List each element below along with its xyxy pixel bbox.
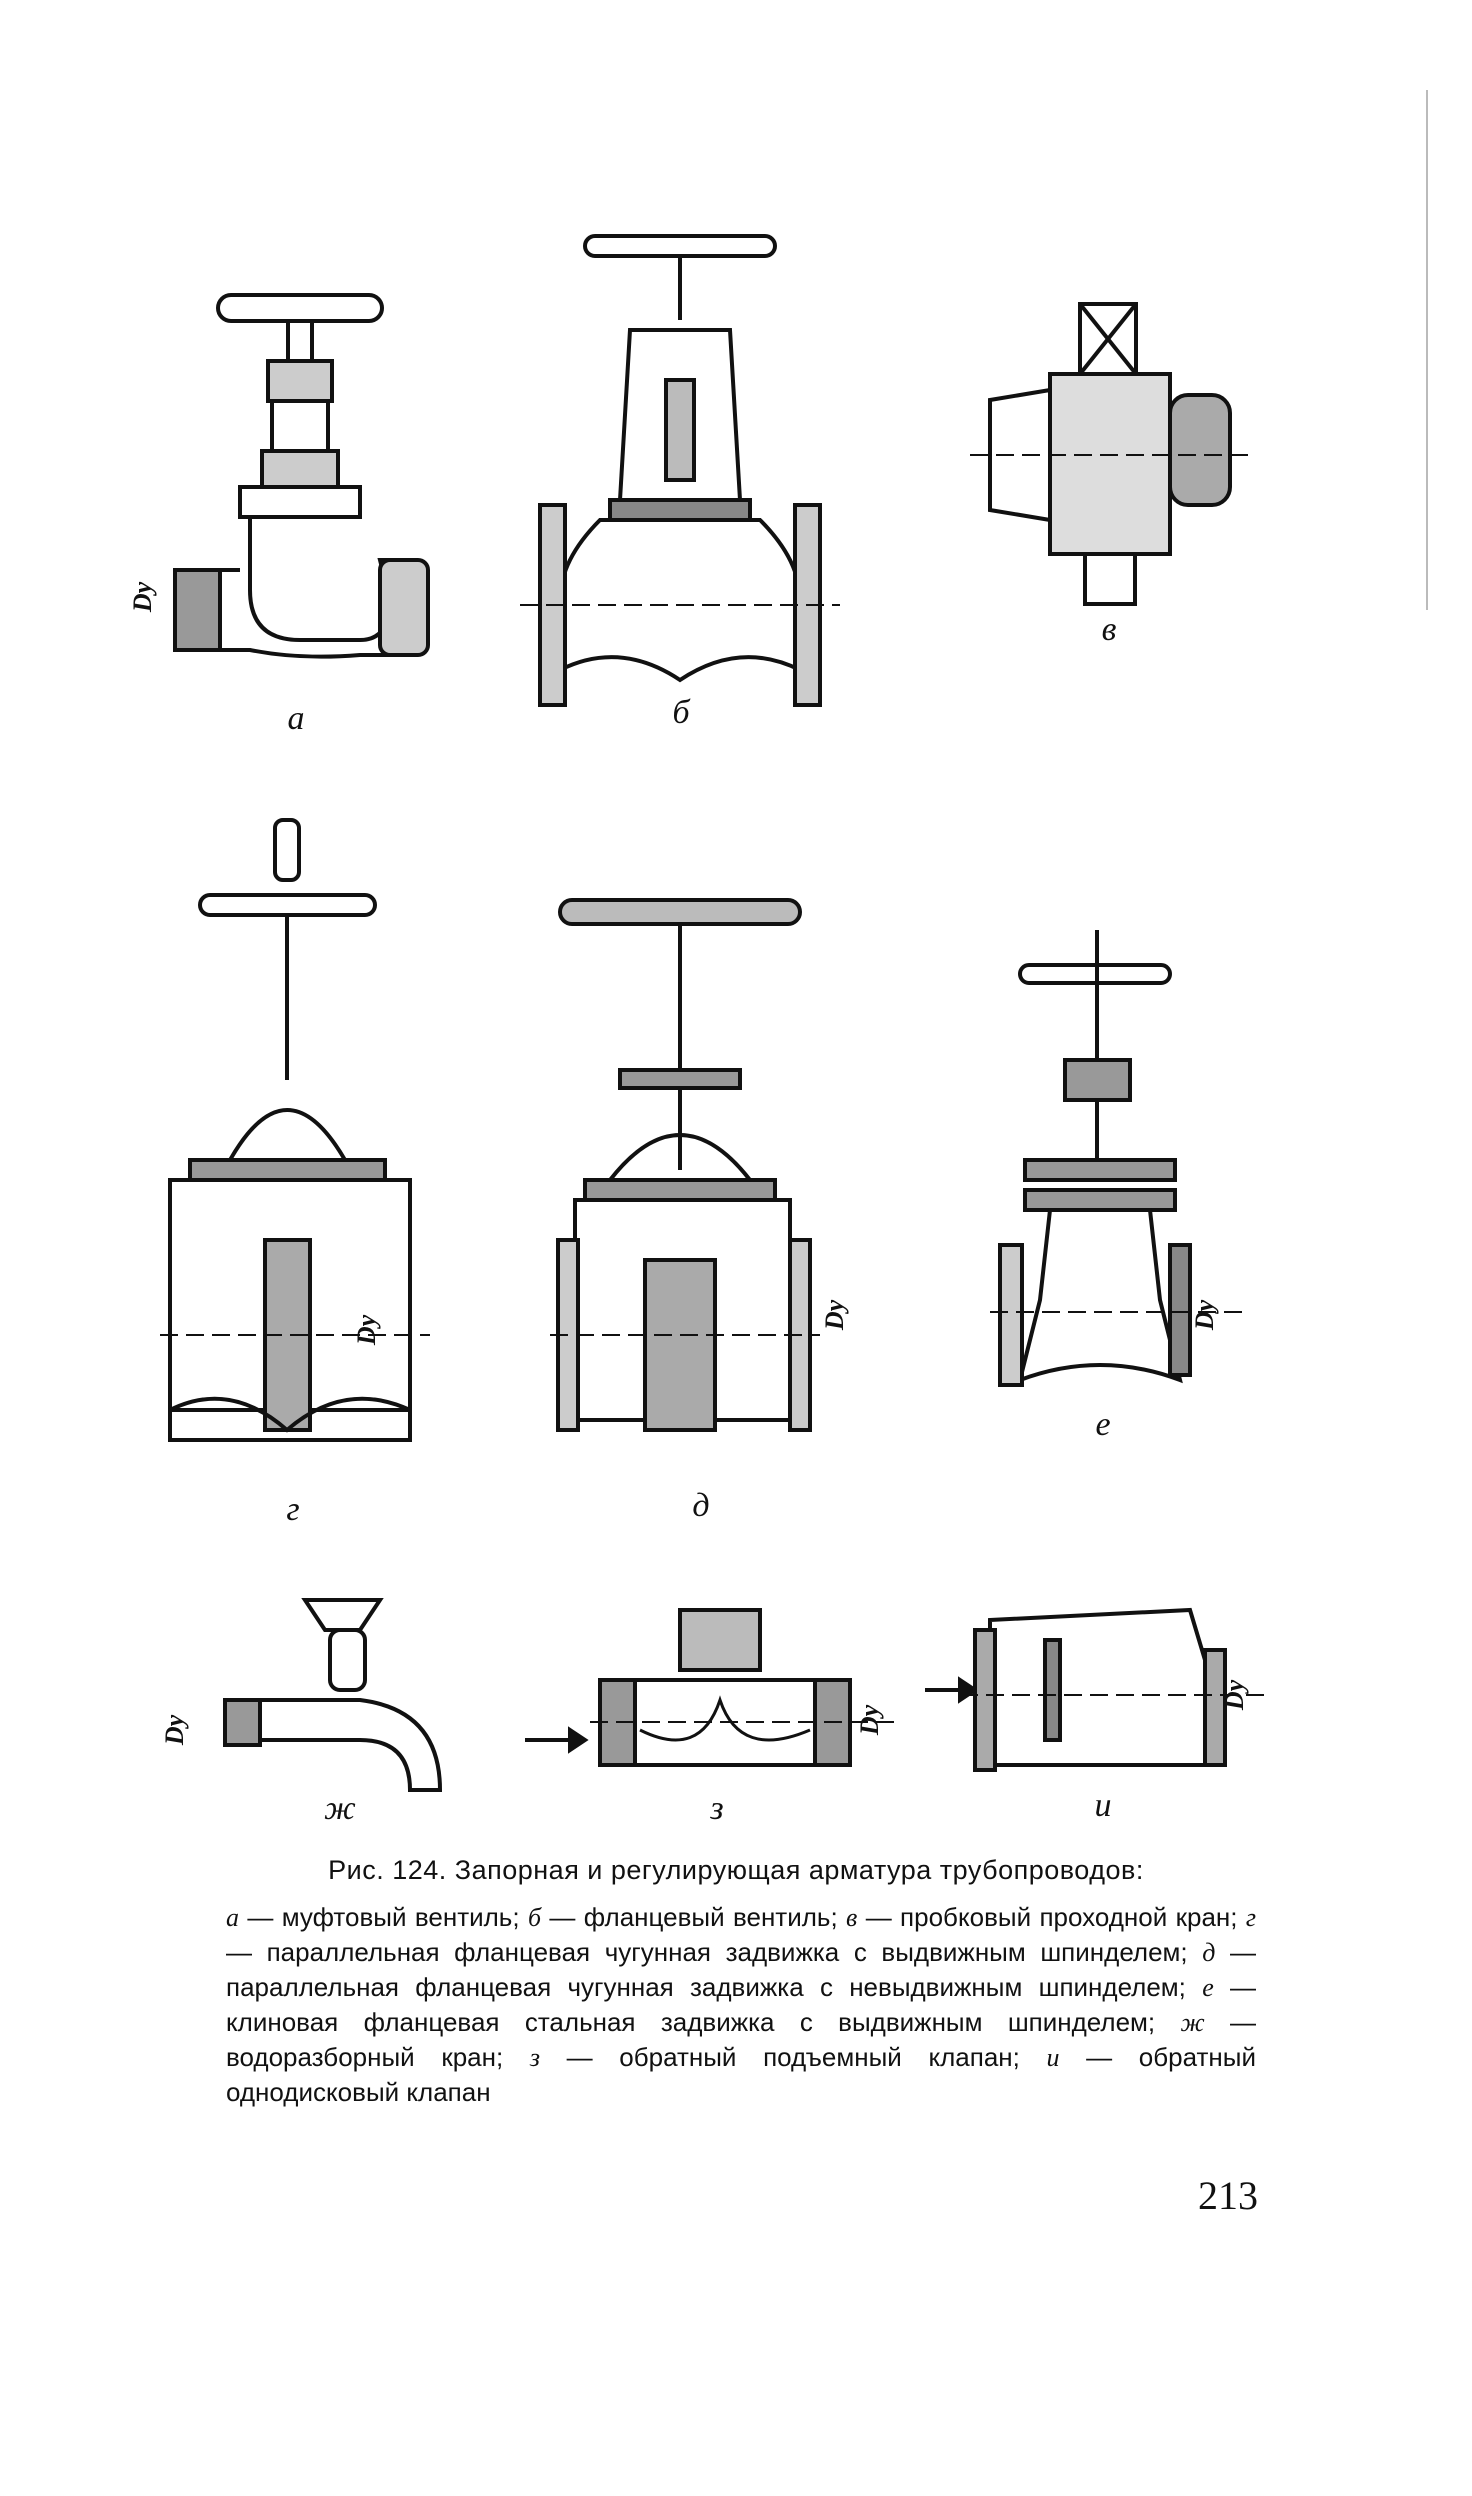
scan-edge-line [1426, 90, 1428, 610]
figure-label-zh: ж [324, 1790, 356, 1827]
dimension-label-i: Dу [1220, 1679, 1250, 1711]
figure-label-b: б [672, 694, 690, 731]
caption-key: ж [1180, 2008, 1205, 2037]
drawing-gate-valve-non-rising-stem [550, 898, 820, 1432]
figure-label-i: и [1094, 1787, 1112, 1824]
caption-text: — фланцевый вентиль; [549, 1902, 838, 1932]
figure-label-a: а [287, 700, 305, 737]
caption-key: в [846, 1903, 858, 1932]
caption-title: Рис. 124. Запорная и регулирующая армату… [328, 1855, 1144, 1885]
caption-text: — параллельная фланцевая чугунная задвиж… [226, 1937, 1188, 1967]
dimension-label-e: Dу [1190, 1299, 1220, 1331]
drawing-water-tap [223, 1598, 443, 1792]
dimension-label-d: Dу [820, 1299, 850, 1331]
dimension-label-g: Dу [352, 1314, 382, 1346]
drawing-flanged-valve [520, 234, 840, 707]
figure-label-z: з [710, 1790, 724, 1827]
caption-key: г [1245, 1903, 1257, 1932]
caption-text: — обратный однодисковый клапан [226, 2042, 1256, 2107]
figure-label-v: в [1101, 611, 1117, 648]
drawing-coupling-valve [173, 293, 430, 659]
caption-text: — параллельная фланцевая чугунная задвиж… [226, 1937, 1256, 2002]
caption-text: — водоразборный кран; [226, 2007, 1256, 2072]
drawing-swing-check-valve [925, 1607, 1265, 1772]
caption-text: — муфтовый вентиль; [247, 1902, 520, 1932]
drawing-gate-valve-rising-stem [160, 818, 430, 1442]
caption-key: д [1202, 1938, 1216, 1967]
figure-label-e: е [1095, 1406, 1111, 1443]
dimension-label-z: Dу [855, 1704, 885, 1736]
page-number: 213 [1198, 2173, 1258, 2218]
caption-key: и [1046, 2043, 1060, 2072]
caption-text: — пробковый проходной кран; [865, 1902, 1238, 1932]
caption-key: б [527, 1903, 542, 1932]
dimension-label-zh: Dу [160, 1714, 190, 1746]
caption-text: — обратный подъемный клапан; [566, 2042, 1020, 2072]
caption-body: а — муфтовый вентиль; б — фланцевый вент… [226, 1900, 1256, 2109]
dimension-label-a: Dу [128, 581, 158, 613]
drawing-plug-cock [970, 302, 1250, 606]
drawing-lift-check-valve [525, 1608, 900, 1767]
drawing-wedge-gate-valve [990, 930, 1250, 1387]
figure-label-d: д [692, 1487, 710, 1524]
figure-label-g: г [286, 1491, 300, 1528]
caption-key: з [529, 2043, 540, 2072]
caption-key: а [226, 1903, 239, 1932]
caption-text: — клиновая фланцевая стальная задвижка с… [226, 1972, 1256, 2037]
caption-key: е [1202, 1973, 1214, 2002]
